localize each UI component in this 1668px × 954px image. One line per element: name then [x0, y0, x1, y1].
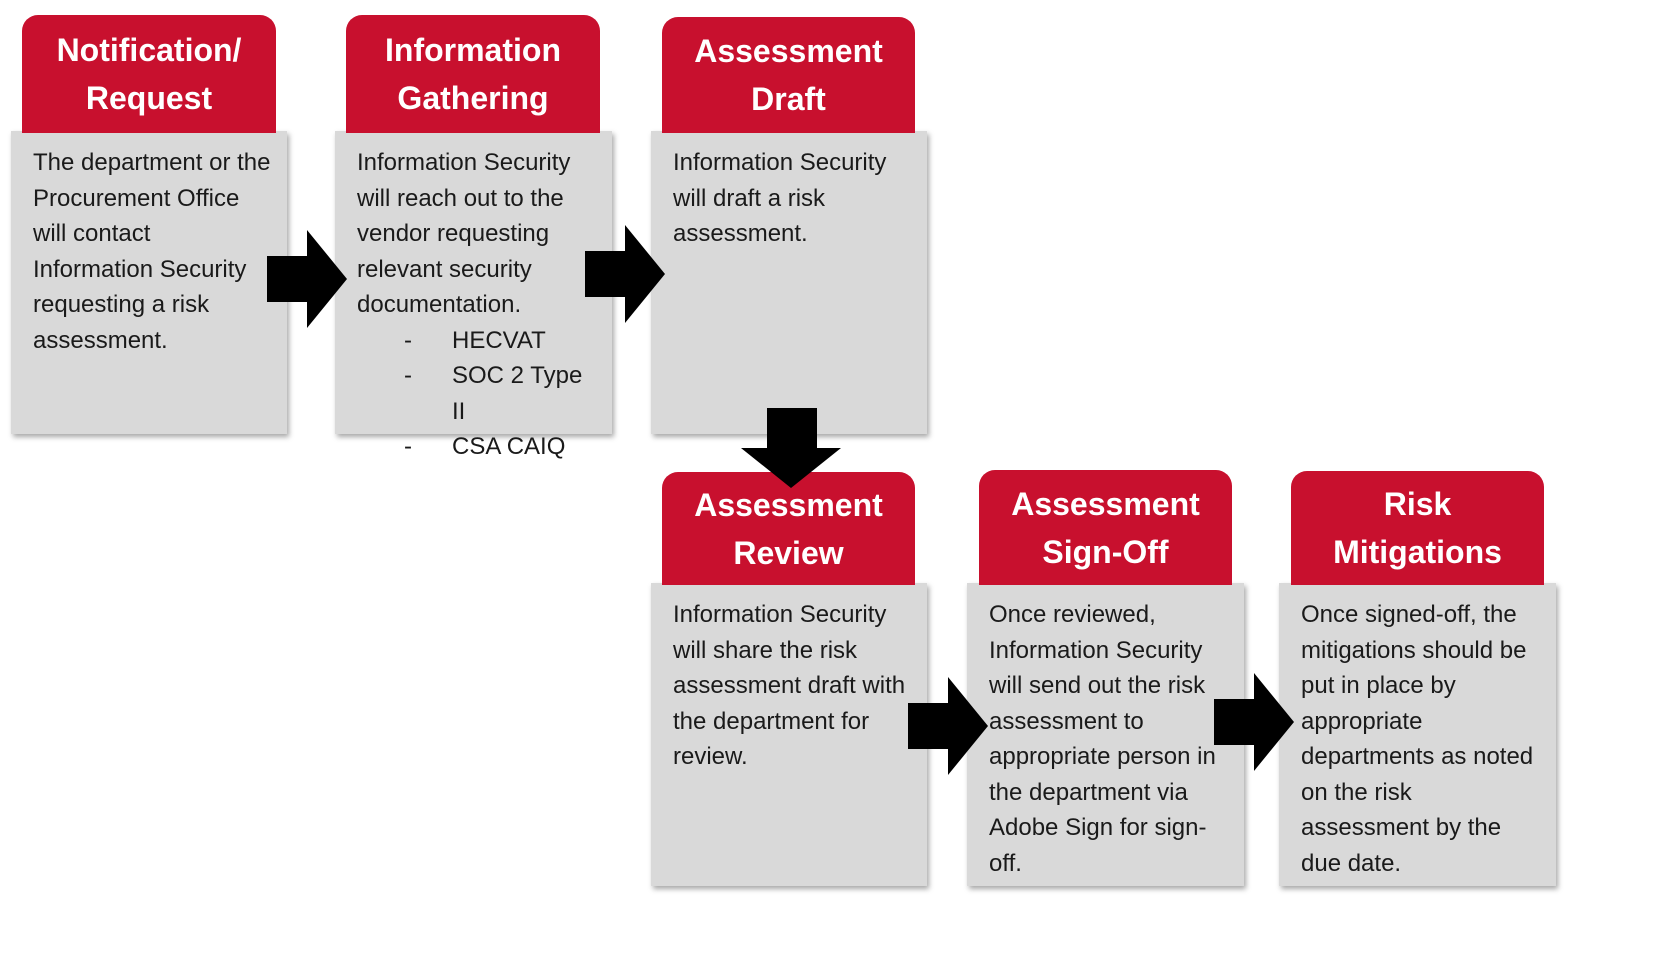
step-title: Assessment Sign-Off: [979, 470, 1232, 585]
list-item-label: HECVAT: [452, 326, 546, 354]
step-title: Risk Mitigations: [1291, 471, 1544, 585]
list-item: - CSA CAIQ: [357, 429, 600, 465]
step-text: Information Security will reach out to t…: [357, 149, 571, 318]
right-arrow-icon: [908, 677, 988, 775]
step-text: Once reviewed, Information Security will…: [989, 601, 1216, 877]
documentation-list: - HECVAT - SOC 2 Type II - CSA CAIQ: [357, 323, 600, 465]
list-item-label: SOC 2 Type II: [452, 362, 583, 425]
step-text: The department or the Procurement Office…: [33, 149, 271, 354]
step-text: Once signed-off, the mitigations should …: [1301, 601, 1534, 877]
right-arrow-icon: [585, 225, 665, 323]
step-text: Information Security will share the risk…: [673, 601, 906, 770]
step-title: Assessment Draft: [662, 17, 915, 133]
dash-bullet: -: [404, 433, 412, 460]
step-title: Notification/ Request: [22, 15, 276, 133]
step-text: Information Security will draft a risk a…: [673, 149, 887, 247]
list-item: - HECVAT: [357, 323, 600, 359]
step-description: Once signed-off, the mitigations should …: [1279, 583, 1556, 886]
list-item-label: CSA CAIQ: [452, 433, 566, 460]
right-arrow-icon: [267, 230, 347, 328]
list-item: - SOC 2 Type II: [357, 358, 600, 429]
step-title: Information Gathering: [346, 15, 600, 133]
step-description: Information Security will reach out to t…: [335, 131, 612, 460]
step-description: The department or the Procurement Office…: [11, 131, 287, 434]
step-title: Assessment Review: [662, 472, 915, 585]
step-description: Information Security will share the risk…: [651, 583, 927, 886]
down-arrow-icon: [741, 408, 841, 488]
step-description: Once reviewed, Information Security will…: [967, 583, 1244, 886]
step-description: Information Security will draft a risk a…: [651, 131, 927, 434]
dash-bullet: -: [404, 362, 412, 389]
dash-bullet: -: [404, 326, 412, 354]
right-arrow-icon: [1214, 673, 1294, 771]
